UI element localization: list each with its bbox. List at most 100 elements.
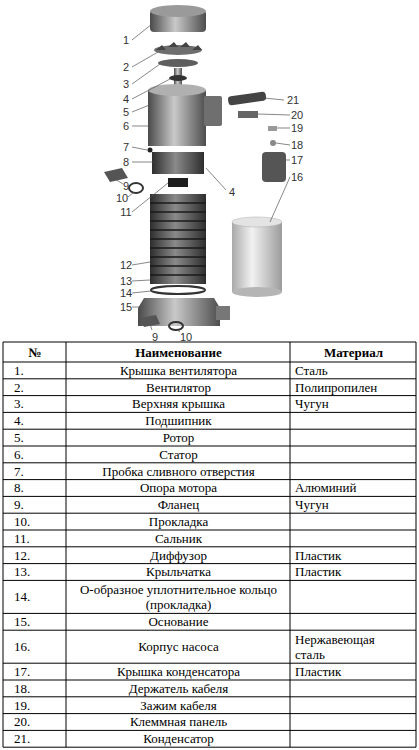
table-rule	[3, 580, 416, 581]
pump-illustration	[0, 0, 419, 345]
table-rule	[3, 496, 416, 497]
table-cell: Сталь	[291, 362, 416, 379]
callout-number: 11	[120, 206, 131, 218]
table-rule	[66, 342, 67, 747]
capacitor-cover	[262, 152, 286, 182]
table-cell: 8.	[4, 480, 66, 497]
callout-number: 10	[180, 331, 192, 343]
table-text: Чугун	[295, 497, 329, 512]
table-cell: 17.	[4, 663, 66, 680]
table-cell: Ротор	[67, 429, 290, 446]
table-text: Основание	[148, 614, 208, 629]
cable-clamp	[268, 126, 277, 131]
table-cell: Крышка конденсатора	[67, 663, 290, 680]
callout-number: 5	[123, 106, 129, 118]
table-text: 2.	[14, 380, 24, 395]
callout-number: 3	[123, 78, 129, 90]
table-cell: Основание	[67, 613, 290, 630]
table-cell: Крышка вентилятора	[67, 362, 290, 379]
table-rule	[3, 530, 416, 531]
callout-number: 9	[123, 180, 129, 192]
table-header-cell: №	[4, 342, 66, 362]
table-text: Полипропилен	[295, 380, 377, 395]
table-rule	[3, 378, 416, 379]
table-text: Пластик	[295, 664, 341, 679]
table-text: 1.	[14, 363, 24, 378]
table-cell: Диффузор	[67, 547, 290, 564]
table-rule	[3, 429, 416, 430]
terminal-panel	[238, 111, 258, 118]
table-rule	[3, 395, 416, 396]
table-text: Сальник	[155, 531, 202, 546]
table-cell: Чугун	[291, 396, 416, 413]
table-rule	[3, 412, 416, 413]
table-cell: 10.	[4, 513, 66, 530]
table-text: 4.	[14, 413, 24, 428]
table-text: Опора мотора	[140, 480, 217, 495]
gasket	[129, 183, 143, 193]
table-text: Верхняя крышка	[132, 396, 225, 411]
table-cell: 5.	[4, 429, 66, 446]
callout-number: 2	[123, 61, 129, 73]
table-cell: 13.	[4, 564, 66, 581]
table-text: Вентилятор	[146, 380, 211, 395]
table-cell: Алюминий	[291, 480, 416, 497]
table-rule	[3, 462, 416, 463]
callout-number: 7	[123, 141, 129, 153]
table-cell: 4.	[4, 412, 66, 429]
table-cell: 20.	[4, 714, 66, 731]
bearing	[169, 75, 187, 81]
table-text: 17.	[14, 664, 30, 679]
table-text: Корпус насоса	[138, 639, 219, 654]
table-text: 21.	[14, 731, 30, 746]
table-text: Зажим кабеля	[140, 698, 216, 713]
table-text: 11.	[14, 531, 30, 546]
callout-number: 19	[291, 122, 303, 134]
table-text: Алюминий	[295, 480, 356, 495]
table-cell: Верхняя крышка	[67, 396, 290, 413]
table-cell: 9.	[4, 496, 66, 513]
table-cell: Конденсатор	[67, 730, 290, 747]
table-text: Ротор	[163, 430, 195, 445]
table-cell: Зажим кабеля	[67, 697, 290, 714]
callout-number: 4	[229, 186, 235, 198]
callout-number: 4	[123, 93, 129, 105]
table-cell: Пластик	[291, 547, 416, 564]
table-text: Подшипник	[145, 413, 211, 428]
table-cell: 18.	[4, 680, 66, 697]
table-rule	[3, 479, 416, 480]
table-rule	[3, 630, 416, 631]
table-cell: 21.	[4, 730, 66, 747]
callout-number: 8	[123, 156, 129, 168]
table-cell: Опора мотора	[67, 480, 290, 497]
table-rule	[3, 680, 416, 681]
table-header-cell: Материал	[291, 342, 416, 362]
table-cell: Вентилятор	[67, 379, 290, 396]
table-text: 13.	[14, 564, 30, 579]
table-rule	[3, 563, 416, 564]
table-cell: Чугун	[291, 496, 416, 513]
table-rule	[3, 362, 416, 363]
table-cell: 7.	[4, 463, 66, 480]
table-text: Нержавеющая сталь	[295, 632, 395, 662]
callout-number: 21	[287, 94, 299, 106]
table-cell: Пробка сливного отверстия	[67, 463, 290, 480]
table-cell: Пластик	[291, 663, 416, 680]
table-text: 16.	[14, 639, 30, 654]
table-rule	[3, 613, 416, 614]
diffuser-stack	[150, 194, 206, 284]
callout-number: 13	[120, 275, 132, 287]
column-heading: №	[28, 345, 41, 360]
table-cell: Пластик	[291, 564, 416, 581]
table-rule	[290, 342, 291, 747]
capacitor	[228, 91, 267, 105]
callout-number: 12	[120, 259, 132, 271]
table-cell: Корпус насоса	[67, 630, 290, 663]
callout-number: 20	[291, 109, 303, 121]
pump-base	[138, 298, 230, 326]
table-text: Пластик	[295, 564, 341, 579]
motor-body	[148, 84, 222, 146]
table-rule	[3, 546, 416, 547]
table-cell: Подшипник	[67, 412, 290, 429]
fan-cover	[150, 5, 206, 32]
